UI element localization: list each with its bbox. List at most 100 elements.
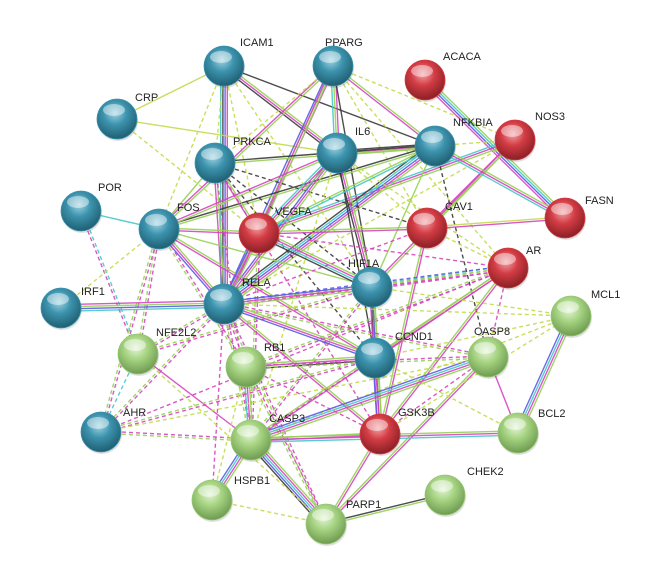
edge-vegfa-cav1 xyxy=(258,226,428,235)
node-sphere[interactable] xyxy=(351,266,393,308)
node-sphere[interactable] xyxy=(406,207,448,249)
edge-strand xyxy=(514,314,569,432)
edge-strand xyxy=(222,67,337,156)
node-ar[interactable]: AR xyxy=(487,245,541,290)
node-sphere[interactable] xyxy=(359,413,401,455)
node-sphere[interactable] xyxy=(305,503,347,545)
node-label: AHR xyxy=(123,407,146,419)
node-crp[interactable]: CRP xyxy=(96,92,158,141)
edge-strand xyxy=(214,65,334,164)
node-sphere[interactable] xyxy=(467,336,509,378)
node-sphere[interactable] xyxy=(238,212,280,254)
node-gsk3b[interactable]: GSK3B xyxy=(359,407,435,456)
edge-strand xyxy=(214,162,428,229)
node-sphere[interactable] xyxy=(404,59,446,101)
node-pparg[interactable]: PPARG xyxy=(312,37,363,88)
node-ahr[interactable]: AHR xyxy=(80,407,146,454)
node-por[interactable]: POR xyxy=(60,182,122,233)
node-sphere[interactable] xyxy=(203,45,245,87)
node-label: FOS xyxy=(177,202,200,214)
edge-strand xyxy=(116,118,338,154)
node-rb1[interactable]: RB1 xyxy=(225,342,285,389)
node-sphere[interactable] xyxy=(194,142,236,184)
edge-strand xyxy=(99,228,159,432)
edge-strand xyxy=(422,81,564,221)
edge-strand xyxy=(336,152,428,229)
edge-strand xyxy=(158,144,435,229)
edge-strand xyxy=(158,151,337,229)
node-sphere[interactable] xyxy=(191,479,233,521)
node-nfkbia[interactable]: NFKBIA xyxy=(414,117,493,168)
node-label: PRKCA xyxy=(233,136,272,148)
node-sphere[interactable] xyxy=(40,287,82,329)
node-sphere[interactable] xyxy=(312,45,354,87)
node-casp3[interactable]: CASP3 xyxy=(230,413,305,462)
node-prkca[interactable]: PRKCA xyxy=(194,136,272,185)
node-highlight xyxy=(245,218,267,230)
node-fasn[interactable]: FASN xyxy=(544,195,614,240)
edge-strand xyxy=(425,78,567,218)
node-label: HIF1A xyxy=(348,258,380,270)
node-highlight xyxy=(210,289,232,301)
node-casp8[interactable]: CASP8 xyxy=(467,326,510,379)
node-highlight xyxy=(413,213,435,225)
node-il6[interactable]: IL6 xyxy=(316,126,370,175)
node-bcl2[interactable]: BCL2 xyxy=(497,408,566,455)
edge-strand xyxy=(325,493,445,524)
node-irf1[interactable]: IRF1 xyxy=(40,286,105,330)
node-sphere[interactable] xyxy=(497,412,539,454)
node-ccnd1[interactable]: CCND1 xyxy=(354,331,433,380)
node-sphere[interactable] xyxy=(225,346,267,388)
node-sphere[interactable] xyxy=(424,474,466,516)
edge-rb1-parp1 xyxy=(244,366,328,525)
node-rela[interactable]: RELA xyxy=(203,277,271,326)
node-sphere[interactable] xyxy=(117,333,159,375)
edge-strand xyxy=(224,302,489,357)
edge-strand xyxy=(249,353,488,438)
node-vegfa[interactable]: VEGFA xyxy=(238,206,312,255)
edge-fos-ccnd1 xyxy=(158,227,376,360)
node-sphere[interactable] xyxy=(203,283,245,325)
node-cav1[interactable]: CAV1 xyxy=(406,201,473,250)
node-mcl1[interactable]: MCL1 xyxy=(550,289,620,338)
edge-strand xyxy=(251,434,381,442)
node-sphere[interactable] xyxy=(544,197,586,239)
node-sphere[interactable] xyxy=(96,98,138,140)
node-sphere[interactable] xyxy=(494,119,536,161)
node-highlight xyxy=(145,214,167,226)
edge-strand xyxy=(259,66,335,234)
edge-icam1-fos xyxy=(158,65,225,230)
node-sphere[interactable] xyxy=(80,411,122,453)
node-sphere[interactable] xyxy=(60,190,102,232)
edge-strand xyxy=(333,64,437,146)
node-sphere[interactable] xyxy=(316,132,358,174)
edge-il6-cav1 xyxy=(336,152,428,229)
node-nos3[interactable]: NOS3 xyxy=(494,111,565,162)
edge-strand xyxy=(250,315,572,441)
node-sphere[interactable] xyxy=(487,247,529,289)
node-acaca[interactable]: ACACA xyxy=(404,51,482,102)
edge-strand xyxy=(374,315,572,359)
node-chek2[interactable]: CHEK2 xyxy=(424,466,504,517)
edge-strand xyxy=(259,146,436,235)
node-nfe2l2[interactable]: NFE2L2 xyxy=(117,327,196,376)
node-icam1[interactable]: ICAM1 xyxy=(203,37,274,88)
edge-strand xyxy=(79,211,138,355)
node-highlight xyxy=(323,138,345,150)
node-sphere[interactable] xyxy=(550,295,592,337)
node-highlight xyxy=(366,419,388,431)
node-hspb1[interactable]: HSPB1 xyxy=(191,475,270,522)
node-parp1[interactable]: PARP1 xyxy=(305,499,381,546)
node-sphere[interactable] xyxy=(354,337,396,379)
node-fos[interactable]: FOS xyxy=(138,202,200,251)
node-highlight xyxy=(312,509,334,521)
node-hif1a[interactable]: HIF1A xyxy=(348,258,393,309)
edge-strand xyxy=(224,301,376,357)
edge-strand xyxy=(159,153,338,231)
node-sphere[interactable] xyxy=(414,125,456,167)
node-label: POR xyxy=(98,182,122,194)
edge-strand xyxy=(244,367,326,525)
node-sphere[interactable] xyxy=(138,208,180,250)
node-sphere[interactable] xyxy=(230,419,272,461)
edge-strand xyxy=(224,303,328,524)
